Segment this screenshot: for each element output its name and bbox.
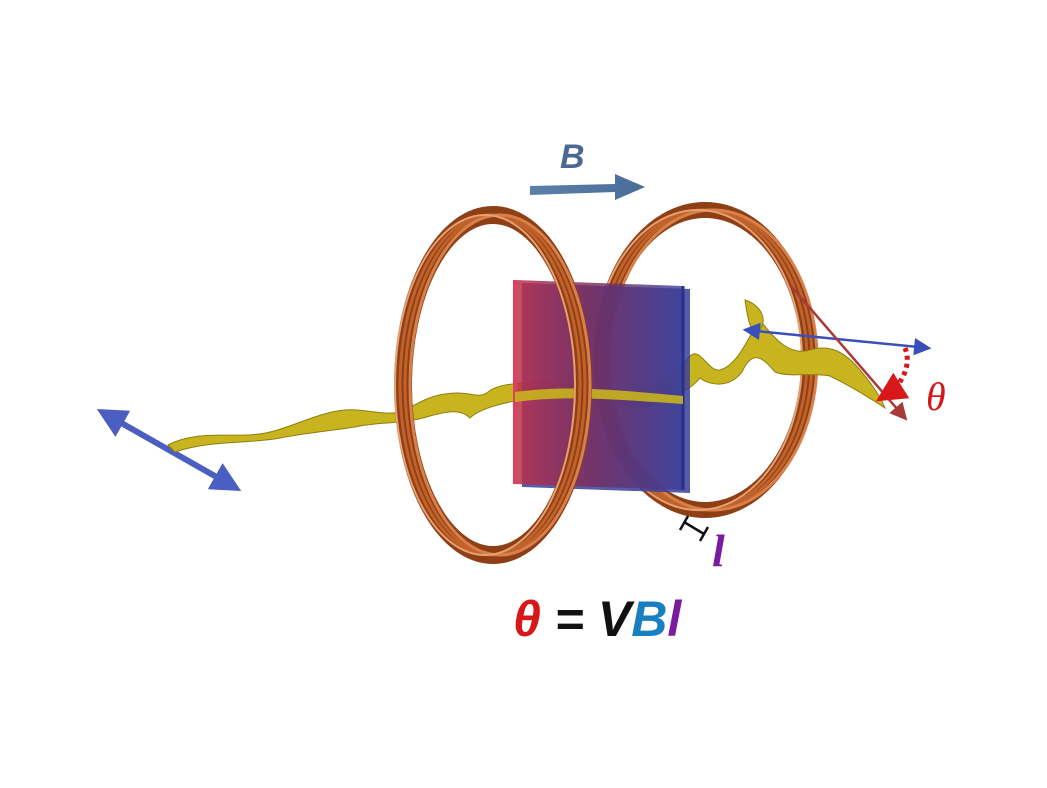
faraday-equation: θ = VBl xyxy=(513,591,682,647)
rotation-angle-arc xyxy=(875,347,910,402)
front-coil xyxy=(394,206,592,564)
field-arrow xyxy=(530,174,645,200)
magneto-optic-sample xyxy=(513,280,690,493)
field-label: B xyxy=(560,138,585,176)
equation-field: B xyxy=(631,591,667,647)
equation-verdet: V xyxy=(598,591,635,647)
length-label: l xyxy=(712,525,725,576)
equation-equals: = xyxy=(541,591,598,647)
angle-label: θ xyxy=(926,374,946,419)
beam-in-sample xyxy=(515,388,683,404)
equation-theta: θ xyxy=(513,591,541,647)
incident-polarization-arrow xyxy=(96,409,242,491)
thickness-marker xyxy=(678,515,710,542)
equation-length: l xyxy=(667,591,682,647)
